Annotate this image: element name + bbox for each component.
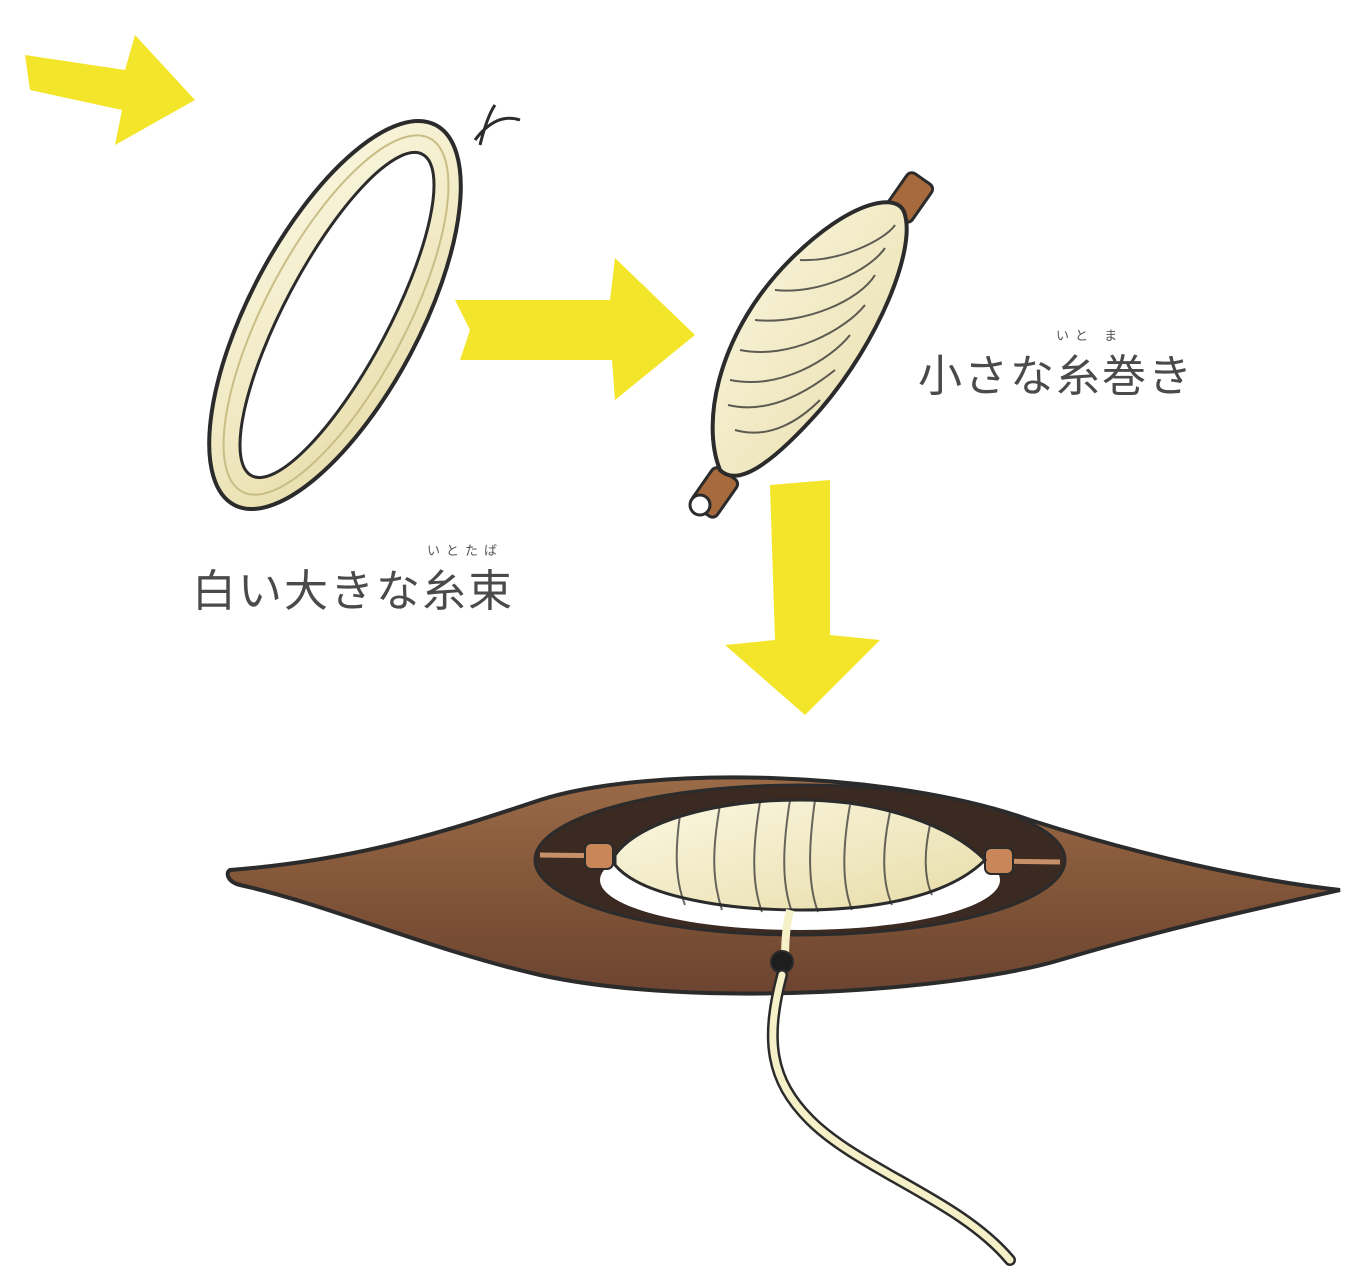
arrow-icon-2 [455, 258, 695, 400]
arrow-icon-1 [25, 35, 195, 145]
label-thread-spool-text: 小さな糸巻き [918, 340, 1194, 404]
arrow-icon-3 [725, 480, 880, 715]
thread-spool-icon [690, 170, 935, 519]
label-thread-bundle: いとたば 白い大きな糸束 [192, 540, 514, 619]
label-thread-bundle-text: 白い大きな糸束 [192, 555, 514, 619]
weaving-shuttle-icon [228, 777, 1340, 1260]
label-thread-spool: いと ま 小さな糸巻き [918, 325, 1194, 404]
